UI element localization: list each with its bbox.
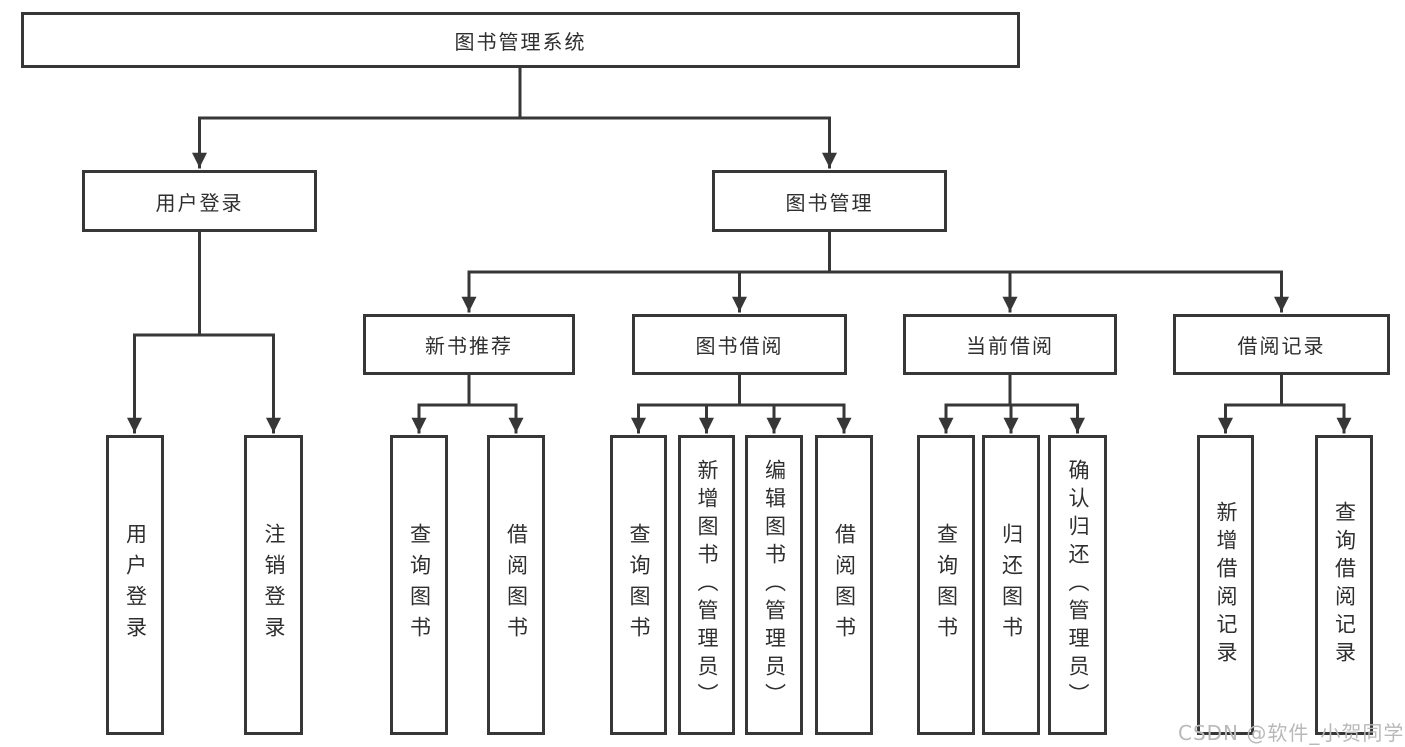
connector-book-borrow-to-leaves xyxy=(631,373,852,434)
leaf-query-borrow-record-label: 查询借阅记录 xyxy=(1332,501,1357,669)
node-root-system-label: 图书管理系统 xyxy=(454,29,587,54)
leaf-add-books-admin: 新增图书（管理员） xyxy=(678,435,735,735)
leaf-logout-label: 注销登录 xyxy=(262,523,286,647)
leaf-add-borrow-record-label: 新增借阅记录 xyxy=(1214,501,1238,669)
leaf-newbook-query-books-label: 查询图书 xyxy=(407,523,432,647)
node-new-book-recommend: 新书推荐 xyxy=(363,314,575,375)
leaf-return-books: 归还图书 xyxy=(982,435,1040,735)
leaf-newbook-query-books: 查询图书 xyxy=(390,435,448,735)
leaf-user-login-label: 用户登录 xyxy=(123,523,148,647)
node-current-borrow: 当前借阅 xyxy=(903,314,1117,375)
leaf-current-query-books-label: 查询图书 xyxy=(934,523,959,647)
node-book-management: 图书管理 xyxy=(712,170,947,232)
leaf-borrow-query-books: 查询图书 xyxy=(610,435,667,735)
connector-book-management-to-sections xyxy=(461,230,1289,313)
node-root-system: 图书管理系统 xyxy=(21,12,1020,68)
leaf-newbook-borrow-books-label: 借阅图书 xyxy=(504,523,529,647)
leaf-newbook-borrow-books: 借阅图书 xyxy=(487,435,545,735)
node-borrow-records-label: 借阅记录 xyxy=(1237,334,1326,358)
connector-new-book-to-leaves xyxy=(411,373,524,434)
leaf-logout: 注销登录 xyxy=(244,435,303,735)
leaf-borrow-query-books-label: 查询图书 xyxy=(627,523,651,647)
node-current-borrow-label: 当前借阅 xyxy=(966,334,1054,358)
connector-current-borrow-to-leaves xyxy=(938,373,1085,434)
node-book-borrow: 图书借阅 xyxy=(632,314,847,375)
csdn-watermark: CSDN @软件_小贺同学 xyxy=(1178,721,1405,745)
leaf-confirm-return-admin: 确认归还（管理员） xyxy=(1048,435,1107,735)
leaf-query-borrow-record: 查询借阅记录 xyxy=(1315,435,1373,735)
leaf-borrow-books-label: 借阅图书 xyxy=(832,523,857,647)
connector-user-login-to-leaves xyxy=(127,230,281,434)
leaf-return-books-label: 归还图书 xyxy=(999,523,1024,647)
leaf-confirm-return-admin-label: 确认归还（管理员） xyxy=(1066,459,1090,711)
leaf-add-books-admin-label: 新增图书（管理员） xyxy=(695,459,719,711)
leaf-edit-books-admin: 编辑图书（管理员） xyxy=(745,435,803,735)
leaf-edit-books-admin-label: 编辑图书（管理员） xyxy=(762,459,787,711)
node-user-login-label: 用户登录 xyxy=(155,190,244,215)
node-new-book-recommend-label: 新书推荐 xyxy=(425,334,513,358)
connector-root-to-branches xyxy=(192,66,837,169)
leaf-user-login: 用户登录 xyxy=(106,435,164,735)
node-borrow-records: 借阅记录 xyxy=(1173,314,1390,375)
node-book-borrow-label: 图书借阅 xyxy=(695,334,784,358)
leaf-current-query-books: 查询图书 xyxy=(917,435,975,735)
node-user-login: 用户登录 xyxy=(82,170,317,232)
connector-borrow-records-to-leaves xyxy=(1218,373,1352,434)
node-book-management-label: 图书管理 xyxy=(785,190,874,215)
leaf-add-borrow-record: 新增借阅记录 xyxy=(1197,435,1254,735)
leaf-borrow-books: 借阅图书 xyxy=(815,435,873,735)
